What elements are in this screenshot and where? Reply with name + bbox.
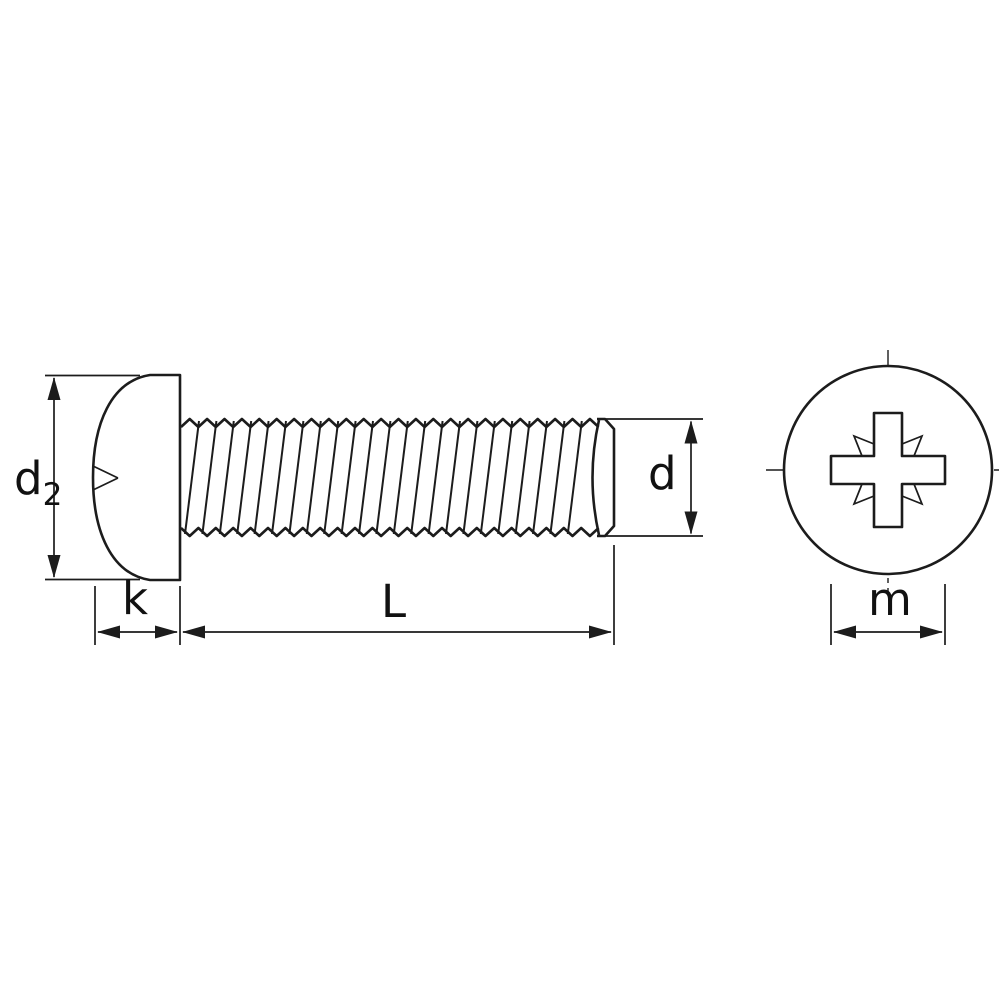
label-d: d xyxy=(648,447,677,500)
label-k: k xyxy=(122,572,148,625)
thread-runout-curve xyxy=(591,419,601,536)
dimension-m: m xyxy=(830,573,946,645)
side-view xyxy=(91,373,616,582)
dimension-k: k xyxy=(94,572,181,645)
d-extension-lines xyxy=(606,418,703,537)
label-m: m xyxy=(868,573,912,626)
k-extension-lines xyxy=(94,586,181,645)
label-d2: d2 xyxy=(14,452,62,513)
thread-flank-lines xyxy=(184,420,583,535)
thread-crest-bottom xyxy=(180,526,600,538)
head-circle xyxy=(782,364,994,576)
dimension-d2: d2 xyxy=(14,374,140,581)
d2-extension-lines xyxy=(45,374,140,581)
label-L: L xyxy=(381,575,406,628)
pozidriv-star-marks xyxy=(852,434,924,506)
screw-tip xyxy=(597,417,616,538)
recess-slot-profile xyxy=(92,465,119,491)
screw-head-outline xyxy=(91,373,182,582)
pozidriv-cross-recess xyxy=(829,411,947,529)
m-extension-lines xyxy=(830,584,946,645)
dimension-L: L xyxy=(182,545,615,645)
dimension-d: d xyxy=(606,418,703,537)
front-view xyxy=(766,350,1003,592)
